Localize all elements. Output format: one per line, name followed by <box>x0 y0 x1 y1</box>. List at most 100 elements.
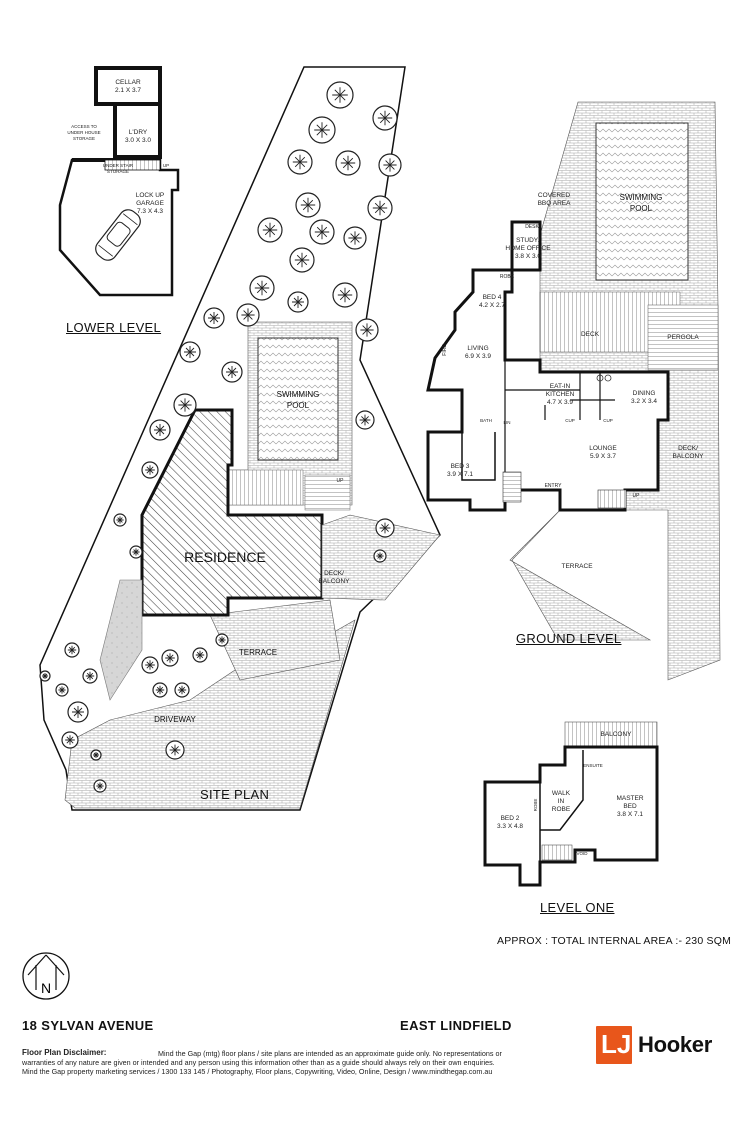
disclaimer-line-2: warranties of any nature are given or in… <box>22 1058 495 1067</box>
lounge-dim: 5.9 X 3.7 <box>590 453 616 460</box>
linen-label: LIN <box>503 420 510 425</box>
total-area-text: APPROX : TOTAL INTERNAL AREA :- 230 SQM <box>497 935 732 947</box>
access-label-2: UNDER HOUSE <box>67 130 100 135</box>
tree-canopy-icon <box>377 110 393 126</box>
disclaimer-line-1: Mind the Gap (mtg) floor plans / site pl… <box>158 1049 502 1058</box>
tree-canopy-icon <box>116 516 124 524</box>
site-deck-label-1: DECK/ <box>324 570 344 577</box>
site-pool-label-1: SWIMMING <box>277 390 320 399</box>
ground-pool-label-2: POOL <box>630 204 653 213</box>
site-plan <box>39 66 441 811</box>
under-stair-label-1: UNDER STAIR <box>103 163 134 168</box>
access-label-3: STORAGE <box>73 136 95 141</box>
cellar-room <box>94 66 162 106</box>
ground-up-label: UP <box>633 493 641 499</box>
wir-label-3: ROBE <box>552 806 571 813</box>
tree-canopy-icon <box>372 200 388 216</box>
pergola-label: PERGOLA <box>667 334 699 341</box>
master-label-1: MASTER <box>616 795 643 802</box>
balcony-label: BALCONY <box>600 731 632 738</box>
bed3-dim: 3.9 X 7.1 <box>447 471 473 478</box>
tree-canopy-icon <box>154 424 166 436</box>
tree-canopy-icon <box>208 312 220 324</box>
tree-canopy-icon <box>96 782 104 790</box>
tree-canopy-icon <box>383 158 397 172</box>
tree-canopy-icon <box>332 87 348 103</box>
living-label: LIVING <box>467 345 488 352</box>
tree-canopy-icon <box>72 706 84 718</box>
tree-canopy-icon <box>262 222 278 238</box>
tree-canopy-icon <box>169 744 181 756</box>
tree-canopy-icon <box>93 752 99 758</box>
driveway-label: DRIVEWAY <box>154 715 196 724</box>
ground-terrace-label: TERRACE <box>561 563 593 570</box>
lj-hooker-logo: LJ Hooker <box>596 1026 712 1064</box>
ground-pool <box>595 122 689 281</box>
wir-label-2: IN <box>558 798 565 805</box>
tree-canopy-icon <box>376 552 384 560</box>
lower-level-title: LOWER LEVEL <box>66 320 162 335</box>
north-label: N <box>41 980 51 996</box>
tree-canopy-icon <box>145 465 155 475</box>
ground-deck-balcony-2: BALCONY <box>672 453 704 460</box>
car-icon <box>95 209 141 261</box>
cellar-label: CELLAR <box>115 79 141 86</box>
study-dim: 3.8 X 3.0 <box>515 253 541 260</box>
eatin-label-1: EAT-IN <box>550 383 571 390</box>
level-one-plan <box>483 721 659 887</box>
garage-dim: 7.3 X 4.3 <box>137 208 163 215</box>
study-label-2: HOME OFFICE <box>505 245 551 252</box>
residence-label: RESIDENCE <box>184 549 266 565</box>
site-up-label: UP <box>337 478 345 484</box>
lounge-label: LOUNGE <box>589 445 617 452</box>
ground-level-plan <box>426 101 721 681</box>
tree-canopy-icon <box>42 673 48 679</box>
site-plan-title: SITE PLAN <box>200 787 270 802</box>
living-dim: 6.9 X 3.9 <box>465 353 491 360</box>
wir-label-1: WALK <box>552 790 571 797</box>
bed4-label: BED 4 <box>483 294 502 301</box>
ensuite-label: ENSUITE <box>583 763 603 768</box>
dining-label: DINING <box>633 390 656 397</box>
lj-mark-text: LJ <box>601 1029 632 1059</box>
under-stair-label-2: STORAGE <box>107 169 129 174</box>
bed3-label: BED 3 <box>451 463 470 470</box>
tree-canopy-icon <box>177 685 187 695</box>
tree-canopy-icon <box>67 645 77 655</box>
tree-canopy-icon <box>165 653 175 663</box>
tree-canopy-icon <box>348 231 362 245</box>
eatin-label-2: KITCHEN <box>546 391 575 398</box>
tree-canopy-icon <box>292 154 308 170</box>
cellar-dim: 2.1 X 3.7 <box>115 87 141 94</box>
garage-label-2: GARAGE <box>136 200 164 207</box>
tree-canopy-icon <box>360 323 374 337</box>
ground-level-title: GROUND LEVEL <box>516 631 622 646</box>
disclaimer-heading: Floor Plan Disclaimer: <box>22 1048 107 1057</box>
tree-canopy-icon <box>254 280 270 296</box>
laundry-dim: 3.0 X 3.0 <box>125 137 151 144</box>
tree-canopy-icon <box>337 287 353 303</box>
street-address: 18 SYLVAN AVENUE <box>22 1018 154 1033</box>
lower-level-plan <box>58 66 180 297</box>
tree-canopy-icon <box>178 398 192 412</box>
site-pool <box>257 337 339 461</box>
tree-canopy-icon <box>184 346 196 358</box>
tree-canopy-icon <box>314 122 330 138</box>
study-label-1: STUDY/ <box>516 237 540 244</box>
bed4-dim: 4.2 X 2.7 <box>479 302 505 309</box>
eatin-dim: 4.7 X 3.9 <box>547 399 573 406</box>
ground-pool-label-1: SWIMMING <box>620 193 663 202</box>
dining-dim: 3.2 X 3.4 <box>631 398 657 405</box>
suburb: EAST LINDFIELD <box>400 1018 512 1033</box>
tree-canopy-icon <box>155 685 165 695</box>
site-deck-label-2: BALCONY <box>318 578 350 585</box>
tree-canopy-icon <box>218 636 226 644</box>
disclaimer-line-3: Mind the Gap property marketing services… <box>22 1067 493 1076</box>
access-label-1: ACCESS TO <box>71 124 97 129</box>
site-terrace-label: TERRACE <box>239 648 277 657</box>
entry-label: ENTRY <box>545 483 563 489</box>
hooker-wordmark: Hooker <box>638 1032 712 1057</box>
tree-canopy-icon <box>226 366 238 378</box>
lower-up-label: UP <box>163 163 169 168</box>
ground-deck-label: DECK <box>581 331 600 338</box>
